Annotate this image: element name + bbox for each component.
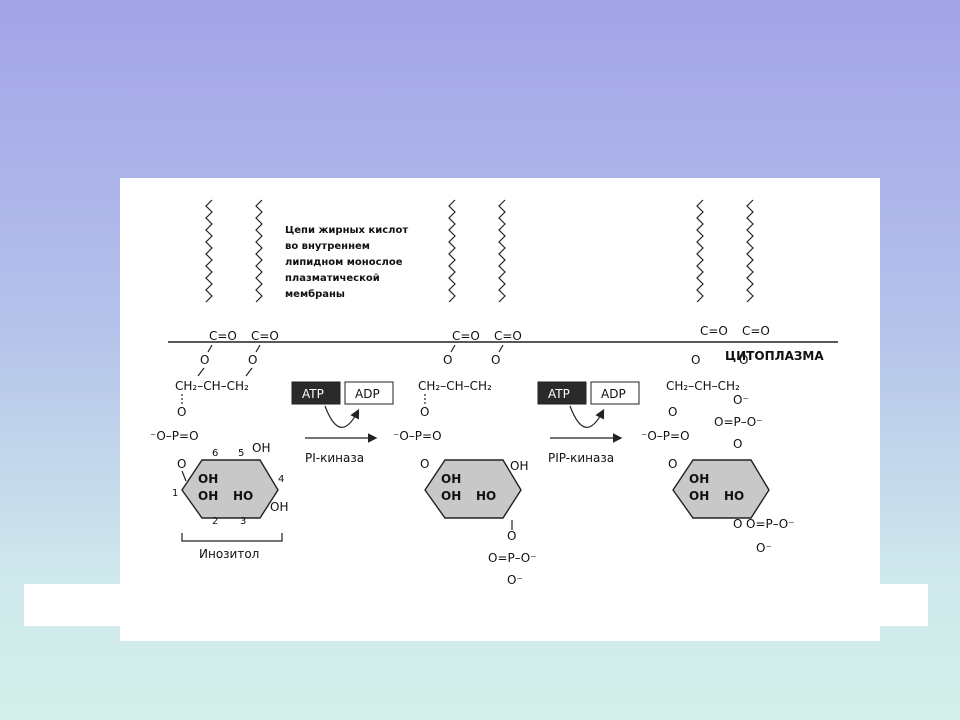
pip2-top-phosphate-o: O bbox=[733, 437, 742, 451]
phosphate-group-3: ⁻O–P=O bbox=[641, 429, 690, 443]
enzyme-label-2: PIP-киназа bbox=[548, 451, 614, 465]
adp-box-2 bbox=[590, 381, 640, 405]
ring-num-1: 1 bbox=[172, 488, 178, 499]
ester-o-6: O bbox=[739, 353, 748, 367]
glycerol-backbone: CH₂–CH–CH₂ bbox=[175, 379, 249, 393]
atp-curve-arrow-1 bbox=[324, 405, 360, 428]
reaction-pip-kinase: ATP ADP PIP-киназа bbox=[537, 381, 640, 465]
note-line-5: мембраны bbox=[285, 288, 345, 300]
ring2-phosphate: O=P–O⁻ bbox=[488, 551, 537, 565]
caption-band bbox=[24, 584, 928, 626]
atp-box-1 bbox=[291, 381, 341, 405]
fatty-acid-chain-2 bbox=[255, 199, 263, 303]
ring-oh-4: OH bbox=[270, 500, 288, 514]
ring3-oh-1: OH bbox=[689, 472, 709, 486]
fatty-acid-chain-6 bbox=[746, 199, 754, 303]
ring2-ho: HO bbox=[476, 489, 496, 503]
pip2-bottom-phosphate-tail: O⁻ bbox=[756, 541, 772, 555]
fatty-acid-chain-5 bbox=[696, 199, 704, 303]
ring-oh-5: OH bbox=[252, 441, 270, 455]
ring-oh-1: OH bbox=[198, 472, 218, 486]
ester-o-1: O bbox=[200, 353, 209, 367]
carbonyl-1: C=O bbox=[209, 329, 237, 343]
carbonyl-4: C=O bbox=[494, 329, 522, 343]
ring-num-6: 6 bbox=[212, 448, 218, 459]
ester-o-3: O bbox=[443, 353, 452, 367]
note-line-1: Цепи жирных кислот bbox=[285, 225, 408, 236]
atp-curve-arrow-2 bbox=[569, 405, 605, 428]
pip2-bottom-phosphate: O=P–O⁻ bbox=[746, 517, 795, 531]
phosphate-o-upper-2: O bbox=[420, 405, 429, 419]
ring-oh-2: OH bbox=[198, 489, 218, 503]
diagram-panel: Цепи жирных кислот во внутреннем липидно… bbox=[120, 178, 880, 641]
atp-box-2 bbox=[537, 381, 587, 405]
note-line-4: плазматической bbox=[285, 273, 380, 284]
reaction-pi-kinase: ATP ADP PI-киназа bbox=[291, 381, 394, 465]
fatty-acid-note: Цепи жирных кислот во внутреннем липидно… bbox=[285, 225, 408, 300]
ring-num-4: 4 bbox=[278, 474, 284, 485]
fatty-acid-chain-3 bbox=[448, 199, 456, 303]
ring-num-5: 5 bbox=[238, 448, 244, 459]
carbonyl-6: C=O bbox=[742, 324, 770, 338]
phosphate-o-lower: O bbox=[177, 457, 186, 471]
glycerol-backbone-3: CH₂–CH–CH₂ bbox=[666, 379, 740, 393]
molecule-pi: C=O C=O O O CH₂–CH–CH₂ O ⁻O–P=O O OH OH … bbox=[150, 199, 288, 561]
ring-ho: HO bbox=[233, 489, 253, 503]
ester-o-4: O bbox=[491, 353, 500, 367]
ring2-phosphate-tail: O⁻ bbox=[507, 573, 523, 587]
ring2-oh-1: OH bbox=[441, 472, 461, 486]
carbonyl-5: C=O bbox=[700, 324, 728, 338]
phosphate-o-lower-3: O bbox=[668, 457, 677, 471]
note-line-2: во внутреннем bbox=[285, 241, 370, 252]
phosphate-o-lower-2: O bbox=[420, 457, 429, 471]
phosphoinositide-pathway-diagram: Цепи жирных кислот во внутреннем липидно… bbox=[150, 199, 838, 587]
ring3-phosphate-o: O bbox=[733, 517, 742, 531]
phosphate-o-upper-3: O bbox=[668, 405, 677, 419]
pip2-top-phosphate-tail: O⁻ bbox=[733, 393, 749, 407]
adp-box-1 bbox=[344, 381, 394, 405]
ester-o-5: O bbox=[691, 353, 700, 367]
ring2-oh-5: OH bbox=[510, 459, 528, 473]
carbonyl-2: C=O bbox=[251, 329, 279, 343]
phosphate-group: ⁻O–P=O bbox=[150, 429, 199, 443]
atp-label-1: ATP bbox=[302, 387, 324, 401]
ring2-phosphate-o: O bbox=[507, 529, 516, 543]
adp-label-1: ADP bbox=[355, 387, 380, 401]
ring2-oh-2: OH bbox=[441, 489, 461, 503]
carbonyl-3: C=O bbox=[452, 329, 480, 343]
inositol-bracket bbox=[181, 533, 283, 542]
inositol-ring-3 bbox=[672, 459, 770, 519]
ring3-oh-2: OH bbox=[689, 489, 709, 503]
adp-label-2: ADP bbox=[601, 387, 626, 401]
ring-num-2: 2 bbox=[212, 516, 218, 527]
ring-num-3: 3 bbox=[240, 516, 246, 527]
inositol-ring-2 bbox=[424, 459, 522, 519]
enzyme-label-1: PI-киназа bbox=[305, 451, 364, 465]
glycerol-backbone-2: CH₂–CH–CH₂ bbox=[418, 379, 492, 393]
phosphate-o-upper: O bbox=[177, 405, 186, 419]
note-line-3: липидном монослое bbox=[285, 257, 403, 268]
atp-label-2: ATP bbox=[548, 387, 570, 401]
inositol-ring bbox=[181, 459, 279, 519]
inositol-label: Инозитол bbox=[199, 547, 259, 561]
fatty-acid-chain-1 bbox=[205, 199, 213, 303]
molecule-pip: C=O C=O O O CH₂–CH–CH₂ O ⁻O–P=O O OH OH … bbox=[393, 199, 537, 587]
molecule-pip2: C=O C=O O O CH₂–CH–CH₂ O ⁻O–P=O O O⁻ O=P… bbox=[641, 199, 795, 555]
pip2-top-phosphate: O=P–O⁻ bbox=[714, 415, 763, 429]
phosphate-group-2: ⁻O–P=O bbox=[393, 429, 442, 443]
ester-o-2: O bbox=[248, 353, 257, 367]
ring3-ho: HO bbox=[724, 489, 744, 503]
fatty-acid-chain-4 bbox=[498, 199, 506, 303]
cytoplasm-label: ЦИТОПЛАЗМА bbox=[725, 349, 824, 363]
